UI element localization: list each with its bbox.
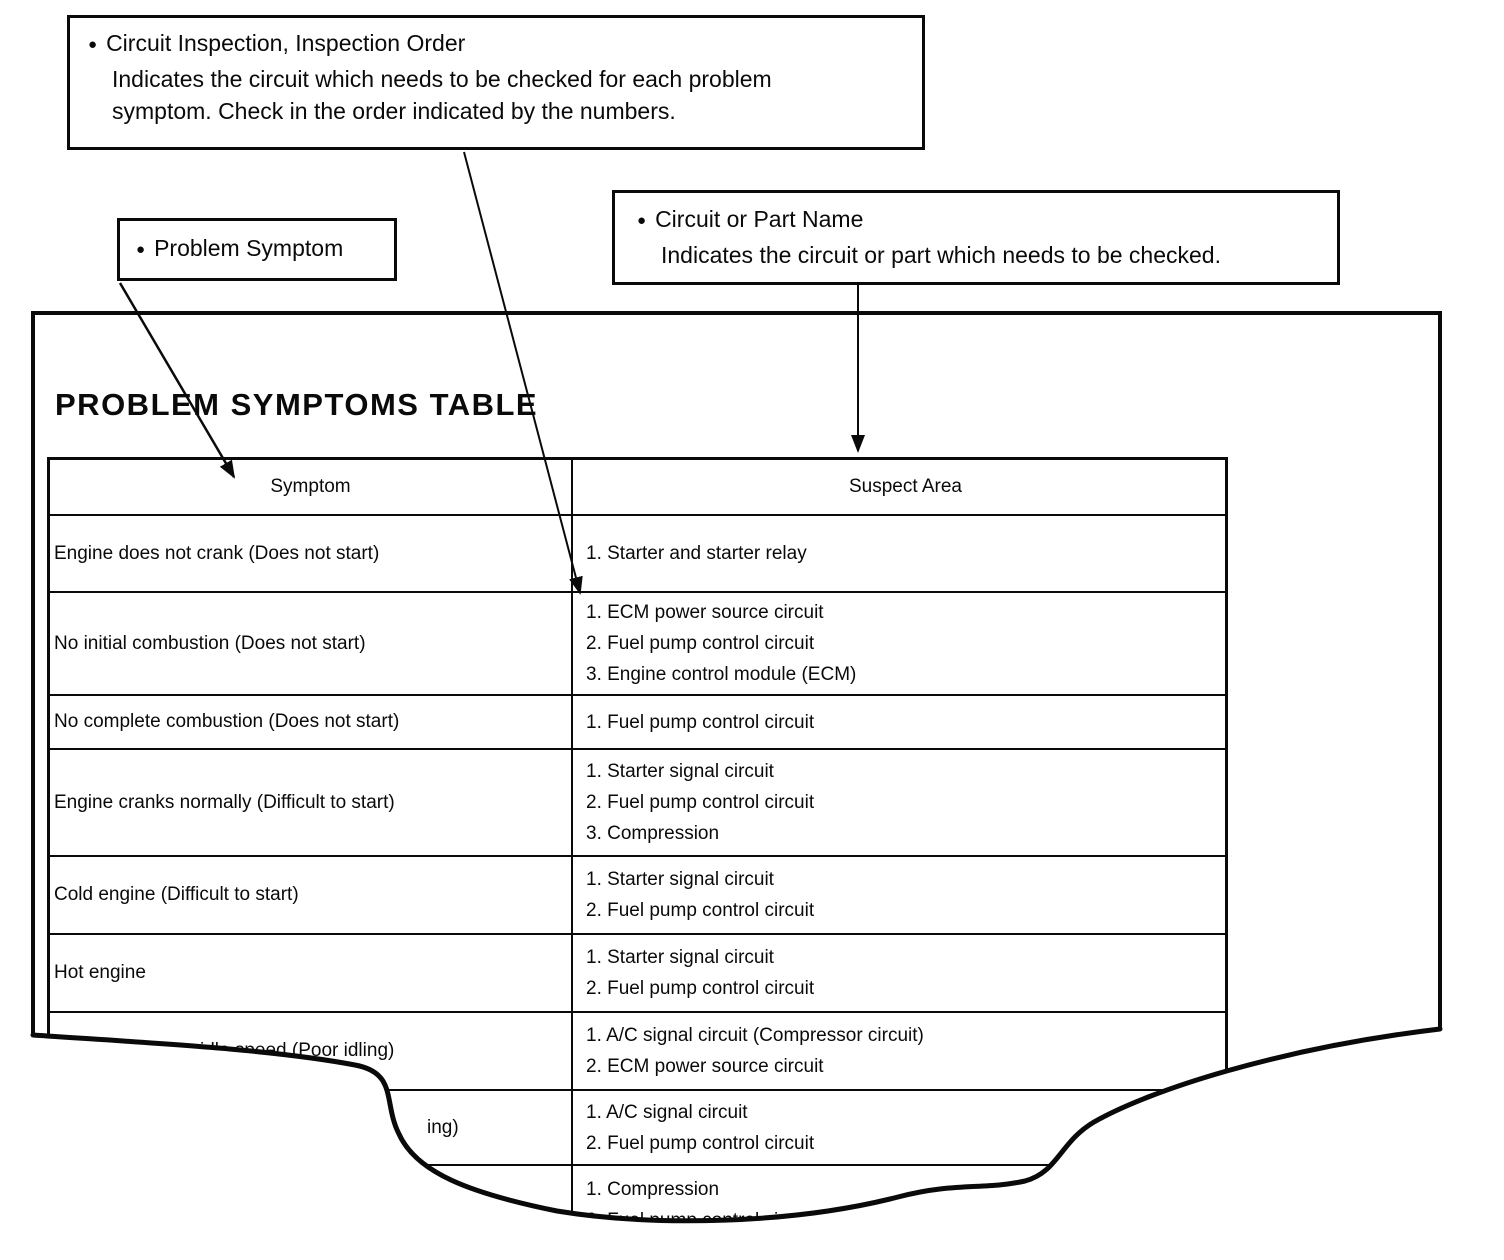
suspect-area-line: 1. Starter signal circuit	[586, 869, 774, 890]
table-header-row: Symptom Suspect Area	[50, 460, 1225, 514]
symptom-cell: No complete combustion (Does not start)	[50, 696, 573, 748]
suspect-area-line: 2. Fuel pump control circuit	[586, 1132, 815, 1154]
suspect-area-line: 2. Fuel pump control circuit	[586, 792, 815, 813]
suspect-area-cell: 1. A/C signal circuit 2. Fuel pump contro…	[573, 1091, 1225, 1164]
suspect-area-line: 2. Fuel pump control circuit	[586, 900, 815, 921]
bullet-icon: ●	[88, 36, 98, 53]
symptom-cell: Cold engine (Difficult to start)	[50, 857, 573, 933]
bullet-icon: ●	[136, 240, 146, 258]
suspect-area-line: 1. Compression	[586, 1178, 720, 1200]
suspect-area-line: 3. Compression	[586, 823, 720, 844]
page-title: PROBLEM SYMPTOMS TABLE	[55, 387, 539, 422]
table-row: Cold engine (Difficult to start)1. Start…	[50, 855, 1225, 933]
suspect-area-line: 1. Starter signal circuit	[586, 761, 774, 782]
symptom-cell: Engine does not crank (Does not start)	[50, 516, 573, 591]
suspect-area-line: 2. Fuel pump control circuit	[586, 978, 815, 999]
table-row: Engine does not crank (Does not start) 1.…	[50, 514, 1225, 591]
symptom-cell	[50, 1166, 573, 1243]
callout-circuit-line1: Indicates the circuit or part which need…	[661, 242, 1221, 268]
table-row: idle speed (Poor idling) 1. A/C signal ci…	[50, 1011, 1225, 1089]
suspect-area-line: 1. ECM power source circuit	[586, 602, 824, 623]
table-row: 1. Compression 2. Fuel pump control circu…	[50, 1164, 1225, 1243]
suspect-area-line: 2. Fuel pump control circuit	[586, 633, 815, 654]
suspect-area-line: 1. A/C signal circuit (Compressor circui…	[586, 1025, 924, 1046]
table-row: Hot engine 1. Starter signal circuit 2. Fu…	[50, 933, 1225, 1011]
suspect-area-line: 2. Fuel pump control circuit	[586, 1209, 815, 1231]
table-row: ing) 1. A/C signal circuit 2. Fuel pump co…	[50, 1089, 1225, 1164]
table-row: No initial combustion (Does not start)1.…	[50, 591, 1225, 694]
column-header-suspect-area: Suspect Area	[848, 476, 963, 497]
suspect-area-line: 1. Starter and starter relay	[586, 543, 807, 564]
callout-circuit-or-part-name: ● Circuit or Part Name Indicates the cir…	[612, 190, 1340, 285]
suspect-area-cell: 1. ECM power source circuit 2. Fuel pump …	[573, 593, 1225, 694]
suspect-area-line: 2. ECM power source circuit	[586, 1056, 824, 1077]
callout-inspection-title: Circuit Inspection, Inspection Order	[106, 30, 466, 56]
suspect-area-line: 3. Engine control module (ECM)	[586, 664, 857, 685]
callout-symptom-title: Problem Symptom	[154, 234, 344, 261]
arrow-problem-symptom	[118, 282, 236, 479]
symptom-cell: idle speed (Poor idling)	[50, 1013, 573, 1089]
table-row: No complete combustion (Does not start) 1…	[50, 694, 1225, 748]
suspect-area-line: 1. A/C signal circuit	[586, 1101, 748, 1123]
problem-symptoms-table: Symptom Suspect Area Engine does not cra…	[47, 457, 1228, 1246]
symptom-cell: No initial combustion (Does not start)	[50, 593, 573, 694]
callout-inspection-line1: Indicates the circuit which needs to be …	[112, 66, 772, 92]
bullet-icon: ●	[637, 212, 647, 229]
suspect-area-cell: 1. Starter and starter relay	[573, 516, 1225, 591]
suspect-area-cell: 1. Compression 2. Fuel pump control circu…	[573, 1166, 1225, 1243]
symptom-cell: ing)	[50, 1091, 573, 1164]
callout-problem-symptom: ● Problem Symptom	[117, 218, 397, 281]
suspect-area-cell: 1. Starter signal circuit 2. Fuel pump co…	[573, 935, 1225, 1011]
suspect-area-cell: 1. Starter signal circuit 2. Fuel pump co…	[573, 857, 1225, 933]
suspect-area-line: 1. Fuel pump control circuit	[586, 711, 815, 733]
suspect-area-cell: 1. A/C signal circuit (Compressor circui…	[573, 1013, 1225, 1089]
suspect-area-cell: 1. Fuel pump control circuit	[573, 696, 1225, 748]
callout-inspection-line2: symptom. Check in the order indicated by…	[112, 98, 676, 124]
column-header-symptom: Symptom	[50, 460, 573, 514]
callout-circuit-title: Circuit or Part Name	[655, 206, 864, 232]
callout-inspection-order: ● Circuit Inspection, Inspection Order I…	[67, 15, 925, 150]
suspect-area-cell: 1. Starter signal circuit 2. Fuel pump co…	[573, 750, 1225, 855]
symptom-cell: Hot engine	[50, 935, 573, 1011]
symptom-cell: Engine cranks normally (Difficult to sta…	[50, 750, 573, 855]
table-row: Engine cranks normally (Difficult to sta…	[50, 748, 1225, 855]
suspect-area-line: 1. Starter signal circuit	[586, 947, 774, 968]
